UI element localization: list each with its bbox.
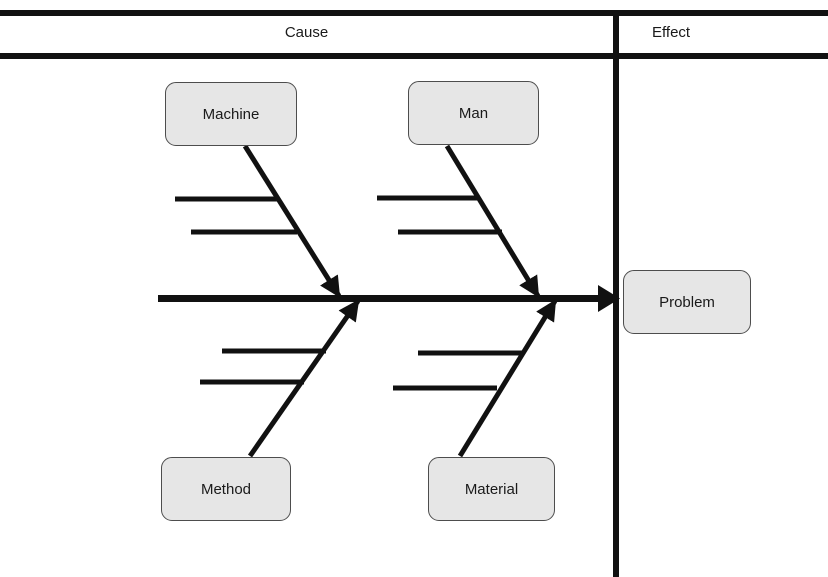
cause-node-machine[interactable]: Machine: [165, 82, 297, 146]
branch-line-man: [444, 144, 541, 298]
cause-column-header: Cause: [284, 24, 329, 41]
cause-effect-divider: [613, 10, 619, 577]
branch-line-machine: [242, 144, 342, 298]
cause-node-method[interactable]: Method: [161, 457, 291, 521]
effect-column-header: Effect: [652, 24, 691, 41]
branch-line-method: [247, 299, 361, 458]
cause-node-man[interactable]: Man: [408, 81, 539, 145]
effect-node-problem[interactable]: Problem: [623, 270, 751, 334]
branch-line-material: [457, 299, 558, 458]
cause-node-material[interactable]: Material: [428, 457, 555, 521]
spine-arrowhead: [598, 285, 620, 312]
header-top-rule: [0, 10, 828, 16]
header-bottom-rule: [0, 53, 828, 59]
